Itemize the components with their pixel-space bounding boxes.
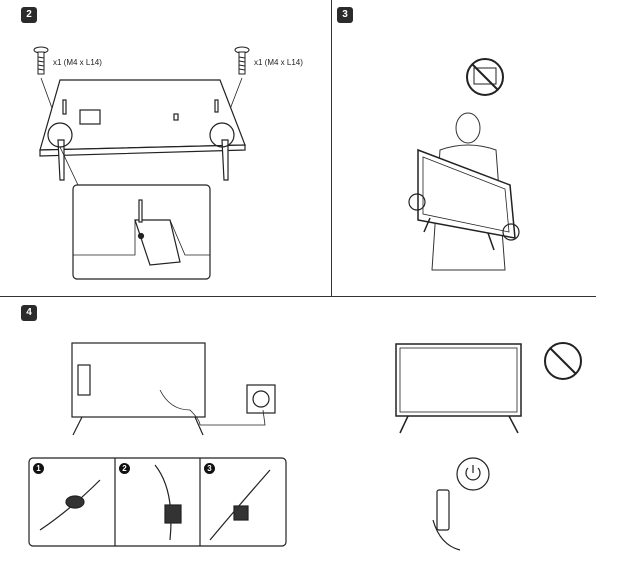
detail-inset	[72, 184, 211, 280]
no-touch-icon	[544, 342, 582, 380]
tv-back-cable-icon	[71, 342, 206, 436]
step-4-badge: 4	[21, 305, 37, 321]
step-3-badge: 3	[337, 7, 353, 23]
no-press-icon	[466, 58, 504, 96]
screw-right-icon	[234, 46, 250, 75]
cable-step-2-number: 2	[119, 463, 130, 474]
remote-power-icon	[432, 457, 490, 551]
panel-divider-horizontal	[0, 296, 596, 297]
screw-right-label: x1 (M4 x L14)	[254, 58, 303, 67]
tv-back-icon	[39, 79, 246, 157]
screw-left-label: x1 (M4 x L14)	[53, 58, 102, 67]
tv-front-icon	[395, 343, 522, 434]
screw-left-icon	[33, 46, 49, 75]
wall-outlet-icon	[200, 384, 276, 426]
panel-divider-vertical	[331, 0, 332, 296]
cable-steps-box	[28, 457, 287, 547]
leg-right-highlight	[209, 122, 235, 148]
step-2-badge: 2	[21, 7, 37, 23]
cable-step-1-number: 1	[33, 463, 44, 474]
tv-held-icon	[408, 148, 520, 251]
cable-step-3-number: 3	[204, 463, 215, 474]
